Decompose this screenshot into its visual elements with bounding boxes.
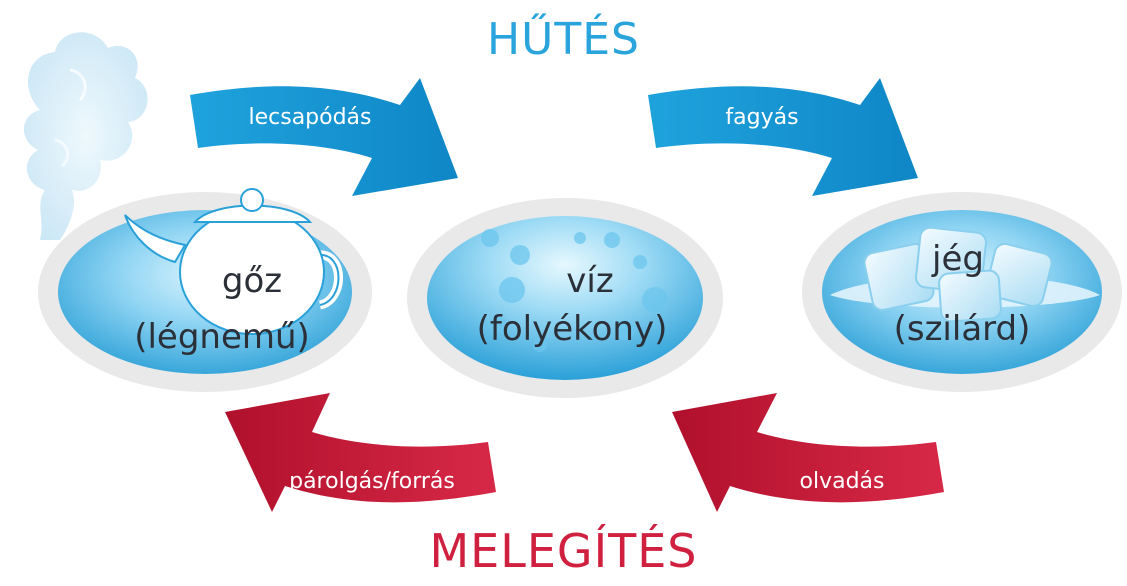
water-drops-icon: [481, 229, 668, 352]
state-vapor-sub: (légnemű): [134, 317, 310, 357]
teapot-icon: [124, 188, 343, 335]
state-vapor: gőz (légnemű): [38, 188, 372, 392]
arrow-freezing-label: fagyás: [725, 105, 798, 130]
state-liquid: víz (folyékony): [407, 198, 723, 398]
heating-title: MELEGÍTÉS: [429, 524, 698, 578]
state-liquid-sub: (folyékony): [477, 309, 668, 349]
arrow-condensation: lecsapódás: [190, 78, 458, 196]
arrow-evaporation-label: párolgás/forrás: [289, 469, 455, 494]
arrow-condensation-label: lecsapódás: [248, 105, 371, 130]
ice-cubes-icon: [863, 226, 1053, 323]
cooling-title: HŰTÉS: [487, 14, 640, 65]
state-solid-name: jég: [931, 239, 984, 279]
state-solid: jég (szilárd): [802, 192, 1122, 392]
state-vapor-name: gőz: [222, 261, 282, 301]
arrow-melting-label: olvadás: [800, 469, 885, 494]
steam-icon: [23, 32, 148, 240]
arrow-melting: olvadás: [672, 393, 944, 512]
arrow-freezing: fagyás: [648, 78, 918, 196]
arrow-evaporation: párolgás/forrás: [225, 393, 496, 512]
state-liquid-name: víz: [566, 261, 613, 301]
state-solid-sub: (szilárd): [894, 309, 1031, 349]
